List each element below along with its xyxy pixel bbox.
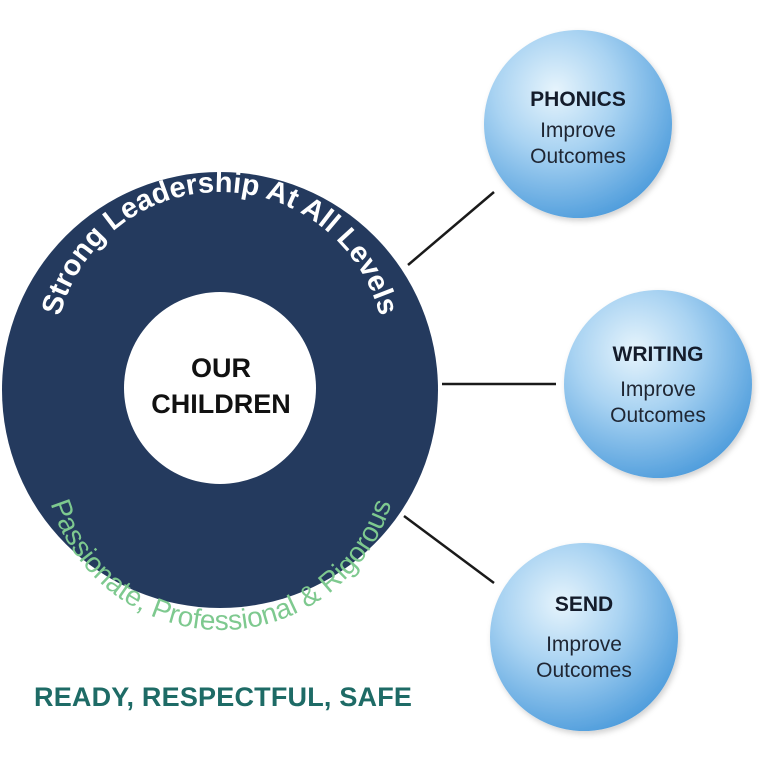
writing-line2: Outcomes: [610, 404, 706, 427]
phonics-bubble-circle: [484, 30, 672, 218]
send-bubble-circle: [490, 543, 678, 731]
writing-line1: Improve: [620, 378, 696, 401]
school-motto: READY, RESPECTFUL, SAFE: [34, 682, 413, 712]
center-label-line2: CHILDREN: [151, 389, 291, 419]
writing-bubble: WRITING Improve Outcomes: [564, 290, 752, 478]
connector-phonics: [407, 191, 495, 266]
writing-title: WRITING: [613, 343, 704, 366]
center-circle: [124, 292, 316, 484]
connector-send: [403, 514, 495, 585]
writing-bubble-circle: [564, 290, 752, 478]
phonics-line2: Outcomes: [530, 145, 626, 168]
phonics-title: PHONICS: [530, 88, 626, 111]
phonics-line1: Improve: [540, 119, 616, 142]
center-label-line1: OUR: [191, 353, 251, 383]
send-title: SEND: [555, 593, 613, 616]
send-bubble: SEND Improve Outcomes: [490, 543, 678, 731]
phonics-bubble: PHONICS Improve Outcomes: [484, 30, 672, 218]
send-line2: Outcomes: [536, 659, 632, 682]
send-line1: Improve: [546, 633, 622, 656]
